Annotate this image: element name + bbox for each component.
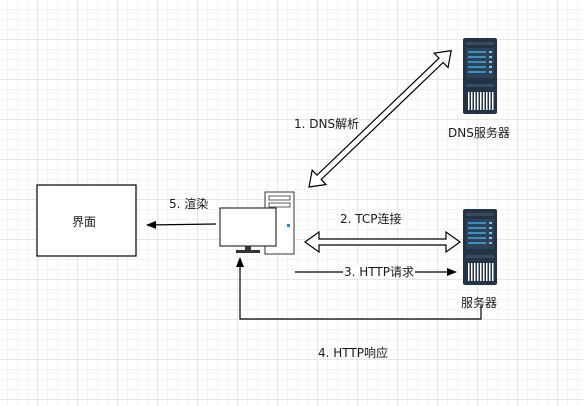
dns-resolve-arrow (308, 49, 452, 188)
dns-server-icon[interactable] (463, 38, 497, 114)
http-response-label: 4. HTTP响应 (318, 346, 388, 360)
server-label: 服务器 (461, 296, 498, 310)
http-request-label: 3. HTTP请求 (343, 265, 415, 279)
server-icon[interactable] (463, 209, 497, 285)
render-line (146, 220, 217, 229)
tcp-connect-arrow (303, 230, 462, 254)
ui-box[interactable] (36, 184, 137, 257)
dns-resolve-label: 1. DNS解析 (294, 117, 360, 131)
tcp-connect-label: 2. TCP连接 (340, 212, 402, 226)
http-response-line (236, 257, 482, 320)
client-computer-icon[interactable] (219, 191, 295, 255)
render-label: 5. 渲染 (169, 197, 209, 211)
ui-box-label: 界面 (72, 215, 97, 229)
dns-server-label: DNS服务器 (448, 126, 510, 140)
